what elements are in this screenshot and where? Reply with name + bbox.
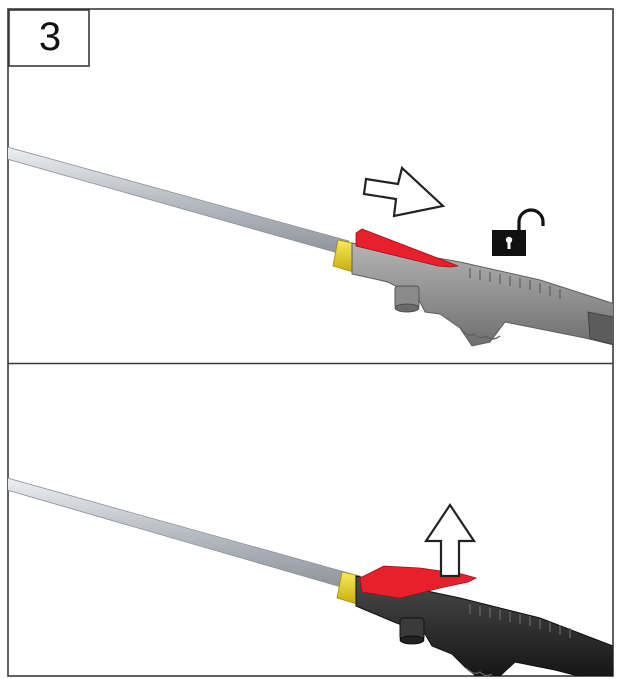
step-number: 3	[38, 15, 62, 59]
gun-handle-top	[351, 242, 613, 347]
gun-handle-bottom	[355, 575, 613, 676]
right-arrow-icon	[362, 165, 446, 218]
step-label-box	[8, 9, 90, 67]
unlocked-padlock-icon	[492, 208, 545, 256]
lever-top	[355, 228, 459, 268]
up-arrow-icon	[423, 503, 477, 578]
bottom-panel	[8, 477, 613, 676]
top-panel	[8, 146, 613, 347]
